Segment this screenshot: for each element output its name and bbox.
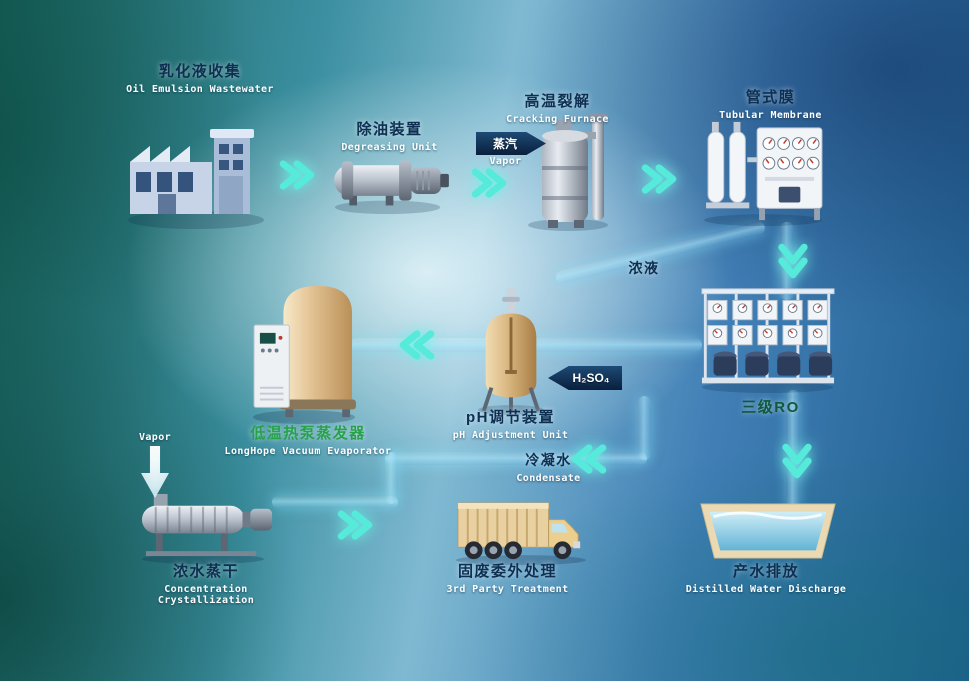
acid-arrow: H₂SO₄ <box>548 366 622 390</box>
dryer-icon <box>138 488 276 565</box>
pipe-to-dryer <box>272 496 398 508</box>
vapor-out-label: Vapor <box>124 432 186 443</box>
degreasing-zh: 除油装置 <box>356 121 423 138</box>
label-ro: 三级RO <box>703 396 838 417</box>
pipe-condensate-riser <box>638 396 651 460</box>
truck-icon <box>452 498 590 567</box>
cracking-furnace-icon <box>522 112 622 232</box>
flow-chevron-left-icon <box>398 330 436 360</box>
cracking-zh: 高温裂解 <box>524 93 591 110</box>
label-discharge: 产水排放 Distilled Water Discharge <box>632 560 900 595</box>
vapor-out-en: Vapor <box>138 432 172 443</box>
crystallization-en-line1: Concentration <box>164 584 248 595</box>
ro-zh: 三级RO <box>741 399 800 416</box>
steam-zh: 蒸汽 <box>492 137 517 151</box>
flow-chevron-right-icon <box>278 160 316 190</box>
ro-unit-icon <box>698 285 838 393</box>
crystallization-en-line2: Crystallization <box>157 595 255 606</box>
flow-chevron-left-icon <box>570 444 608 474</box>
flow-chevron-right-icon <box>470 168 508 198</box>
discharge-en: Distilled Water Discharge <box>685 584 847 595</box>
evaporator-zh: 低温热泵蒸发器 <box>250 425 366 442</box>
degreasing-unit-icon <box>328 148 453 215</box>
treatment-en: 3rd Party Treatment <box>446 584 569 595</box>
factory-icon <box>118 110 268 230</box>
pipe-condensate-drop <box>385 452 398 504</box>
condensate-en: Condensate <box>516 473 581 484</box>
tubular-membrane-icon <box>700 118 828 228</box>
flow-chevron-down-icon <box>782 442 812 480</box>
ph-en: pH Adjustment Unit <box>452 430 569 441</box>
label-crystallization: 浓水蒸干 Concentration Crystallization <box>116 560 296 606</box>
collection-en: Oil Emulsion Wastewater <box>126 84 274 95</box>
steam-arrow: 蒸汽 <box>476 132 546 155</box>
flow-chevron-right-icon <box>336 510 374 540</box>
label-membrane: 管式膜 Tubular Membrane <box>688 86 853 121</box>
label-collection: 乳化液收集 Oil Emulsion Wastewater <box>105 60 295 95</box>
membrane-zh: 管式膜 <box>745 89 796 106</box>
ph-reactor-icon <box>472 288 550 415</box>
collection-zh: 乳化液收集 <box>158 63 242 80</box>
pipe-membrane-to-ro <box>780 222 794 300</box>
pipe-ro-to-pool <box>786 390 800 508</box>
acid-formula: H₂SO₄ <box>572 371 610 385</box>
flow-chevron-down-icon <box>778 242 808 280</box>
flow-chevron-right-icon <box>640 164 678 194</box>
evaporator-icon <box>250 278 358 425</box>
water-pool-icon <box>698 500 838 564</box>
